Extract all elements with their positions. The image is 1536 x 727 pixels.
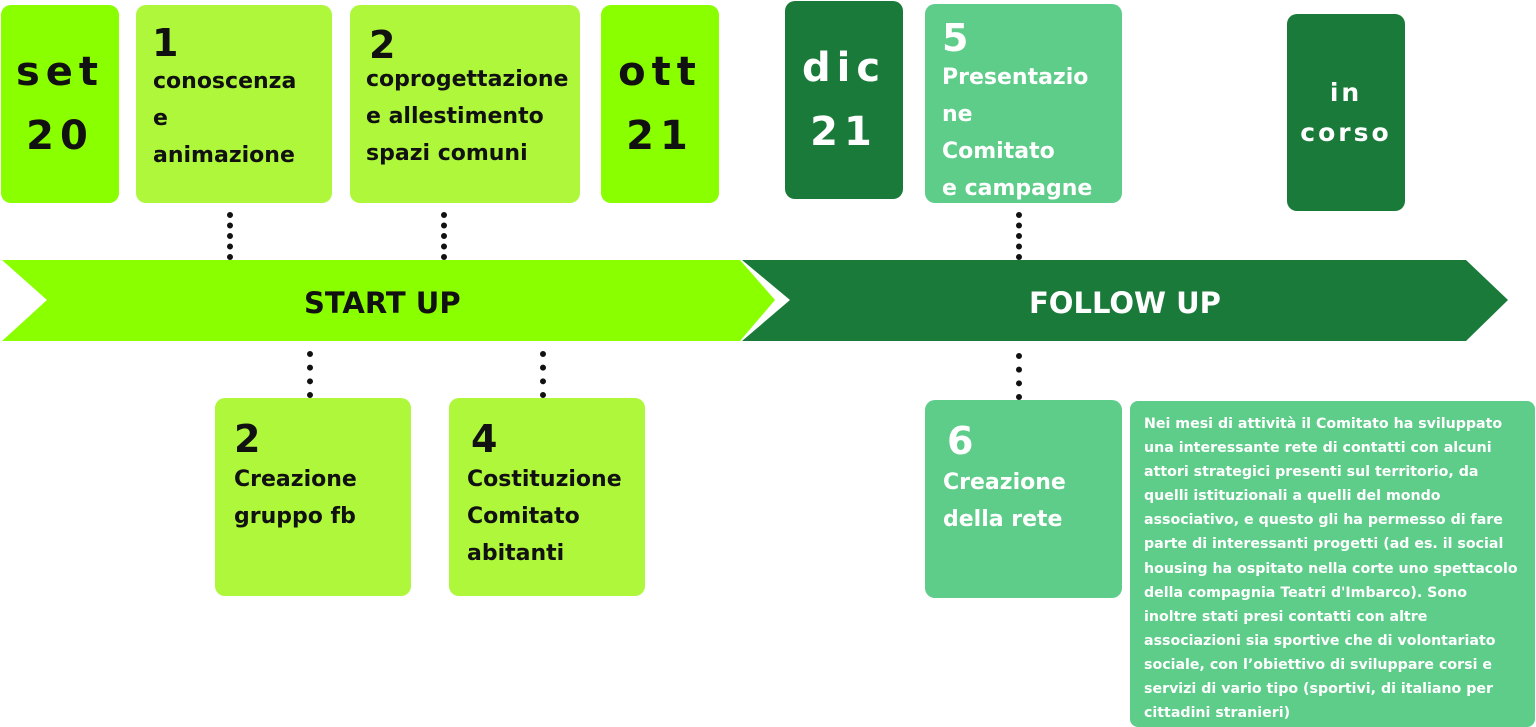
step-text: conoscenza e animazione: [153, 69, 297, 168]
step-text: Presentazio ne Comitato e campagne: [942, 65, 1093, 201]
connector-step-6: [1016, 353, 1022, 400]
note-line: sociale, con l’obiettivo di sviluppare c…: [1144, 656, 1492, 673]
step-text: coprogettazione e allestimento spazi com…: [366, 67, 569, 166]
step-number: 2: [234, 417, 261, 461]
note-line: della compagnia Teatri d'Imbarco). Sono: [1144, 584, 1467, 601]
step-5-presentazione: 5 Presentazio ne Comitato e campagne: [925, 4, 1122, 203]
step-text: Costituzione Comitato abitanti: [467, 467, 622, 566]
step-6-creazione-rete: 6 Creazione della rete: [925, 400, 1122, 598]
step-4-costituzione: 4 Costituzione Comitato abitanti: [449, 398, 645, 596]
note-line: attori strategici presenti sul territori…: [1144, 464, 1479, 481]
step-number: 1: [152, 21, 179, 65]
step-2-coprogettazione: 2 coprogettazione e allestimento spazi c…: [350, 5, 580, 203]
note-line: quelli istituzionali a quelli del mondo: [1144, 488, 1441, 505]
note-line: cittadini stranieri): [1144, 705, 1291, 722]
date-ott-21: ott 21: [601, 5, 719, 203]
date-dic-21: dic 21: [785, 1, 903, 199]
note-line: inoltre stati presi contatti con altre: [1144, 608, 1428, 625]
date-year: 21: [810, 109, 878, 155]
date-in-corso: in corso: [1287, 14, 1405, 211]
date-line-1: in: [1329, 77, 1363, 107]
step-1-conoscenza: 1 conoscenza e animazione: [136, 5, 332, 203]
network-description-note: Nei mesi di attività il Comitato ha svil…: [1130, 401, 1535, 727]
date-year: 21: [626, 113, 694, 159]
follow-up-arrow: [742, 260, 1508, 341]
step-number: 4: [471, 417, 498, 461]
connector-step-4: [540, 351, 546, 398]
step-text: Creazione della rete: [943, 470, 1066, 532]
note-line: Nei mesi di attività il Comitato ha svil…: [1144, 416, 1503, 432]
date-set-20: set 20: [1, 5, 119, 203]
note-line: associativo, e questo gli ha permesso di…: [1144, 512, 1503, 529]
note-line: parte di interessanti progetti (ad es. i…: [1144, 536, 1504, 553]
step-number: 2: [369, 23, 396, 67]
connector-step-2-bottom: [307, 351, 313, 398]
step-text: Creazione gruppo fb: [234, 467, 357, 529]
date-line-2: corso: [1300, 117, 1392, 147]
connector-step-5: [1016, 212, 1022, 260]
note-line: associazioni sia sportive che di volonta…: [1144, 632, 1496, 649]
note-line: housing ha ospitato nella corte uno spet…: [1144, 560, 1518, 577]
step-2-gruppo-fb: 2 Creazione gruppo fb: [215, 398, 411, 596]
start-up-arrow: [2, 260, 775, 341]
note-line: una interessante rete di contatti con al…: [1144, 440, 1492, 457]
date-month: set: [15, 49, 105, 95]
follow-up-label: FOLLOW UP: [1029, 286, 1221, 320]
connector-step-2-top: [441, 212, 447, 260]
date-month: ott: [618, 49, 702, 95]
connector-step-1: [227, 212, 233, 260]
step-number: 6: [947, 419, 974, 463]
note-line: servizi di vario tipo (sportivi, di ital…: [1144, 681, 1494, 698]
start-up-label: START UP: [304, 286, 461, 320]
step-number: 5: [942, 16, 969, 60]
date-year: 20: [26, 113, 94, 159]
date-month: dic: [801, 45, 887, 91]
